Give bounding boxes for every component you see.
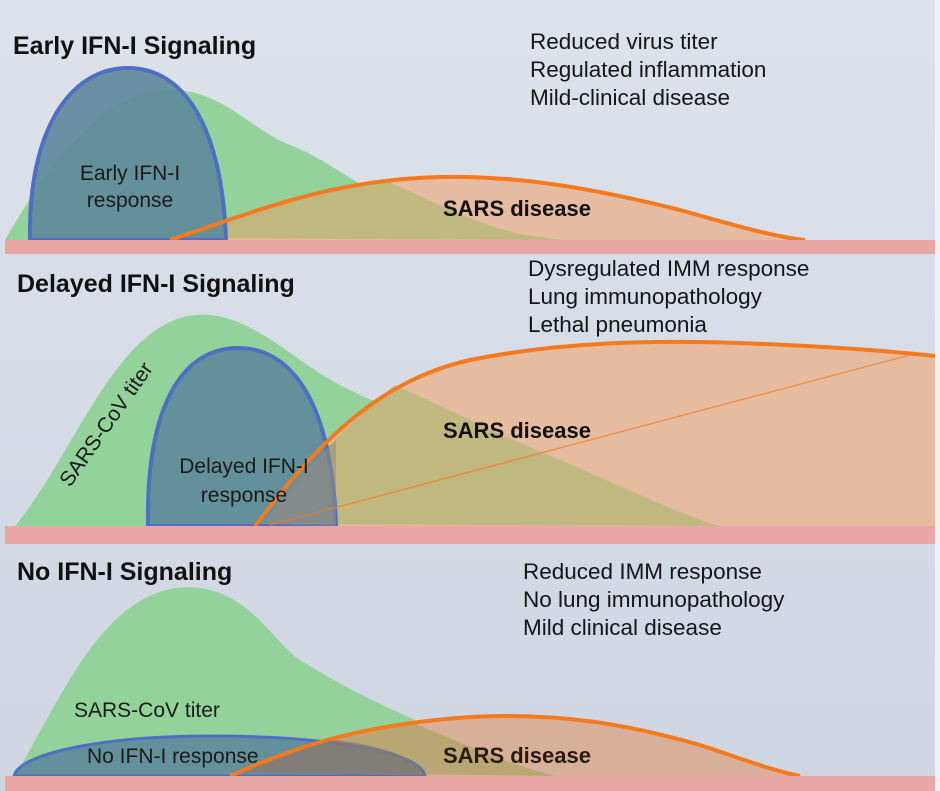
ifn-label: response bbox=[201, 484, 287, 507]
baseline-bar-delayed bbox=[5, 526, 935, 544]
disease-curve-early bbox=[169, 174, 806, 242]
outcome-line: Lethal pneumonia bbox=[528, 312, 707, 337]
ifn-response-early bbox=[27, 65, 229, 242]
panel-title-delayed: Delayed IFN-I Signaling bbox=[17, 270, 295, 298]
trend-line bbox=[269, 354, 911, 526]
ifn-disease-overlap bbox=[240, 740, 425, 776]
outcome-line: Mild-clinical disease bbox=[530, 85, 730, 110]
outcome-line: Lung immunopathology bbox=[528, 284, 763, 309]
disease-label-none: SARS disease bbox=[443, 743, 591, 768]
disease-curve-none bbox=[229, 713, 801, 778]
panel-title-early: Early IFN-I Signaling bbox=[13, 32, 256, 60]
overlap-area-early bbox=[175, 180, 560, 240]
frame-right-edge bbox=[935, 0, 940, 791]
outcome-line: Mild clinical disease bbox=[523, 615, 722, 640]
baseline-bar-early bbox=[5, 240, 935, 254]
ifn-label-none: No IFN-I response bbox=[87, 745, 259, 768]
outcome-line: Reduced virus titer bbox=[530, 29, 718, 54]
disease-label-delayed: SARS disease bbox=[443, 418, 591, 443]
outcome-line: Dysregulated IMM response bbox=[528, 256, 809, 281]
disease-curve-delayed bbox=[253, 339, 936, 528]
ifn-label: Early IFN-I bbox=[80, 162, 180, 185]
panel-early: Early IFN-I Signaling Reduced virus tite… bbox=[5, 29, 935, 254]
panel-none: No IFN-I Signaling Reduced IMM response … bbox=[5, 558, 935, 791]
ifn-label: response bbox=[87, 189, 173, 212]
outcome-line: No lung immunopathology bbox=[523, 587, 785, 612]
outcome-line: Reduced IMM response bbox=[523, 559, 762, 584]
overlap-area-delayed bbox=[262, 385, 720, 526]
panel-title-none: No IFN-I Signaling bbox=[17, 558, 232, 586]
disease-inner-overlap bbox=[262, 440, 336, 526]
ifn-label: Delayed IFN-I bbox=[179, 455, 309, 478]
titer-label-none: SARS-CoV titer bbox=[74, 699, 220, 722]
baseline-bar-none bbox=[5, 776, 935, 791]
panel-delayed: Delayed IFN-I Signaling Dysregulated IMM… bbox=[5, 256, 936, 544]
disease-label-early: SARS disease bbox=[443, 196, 591, 221]
outcome-line: Regulated inflammation bbox=[530, 57, 766, 82]
